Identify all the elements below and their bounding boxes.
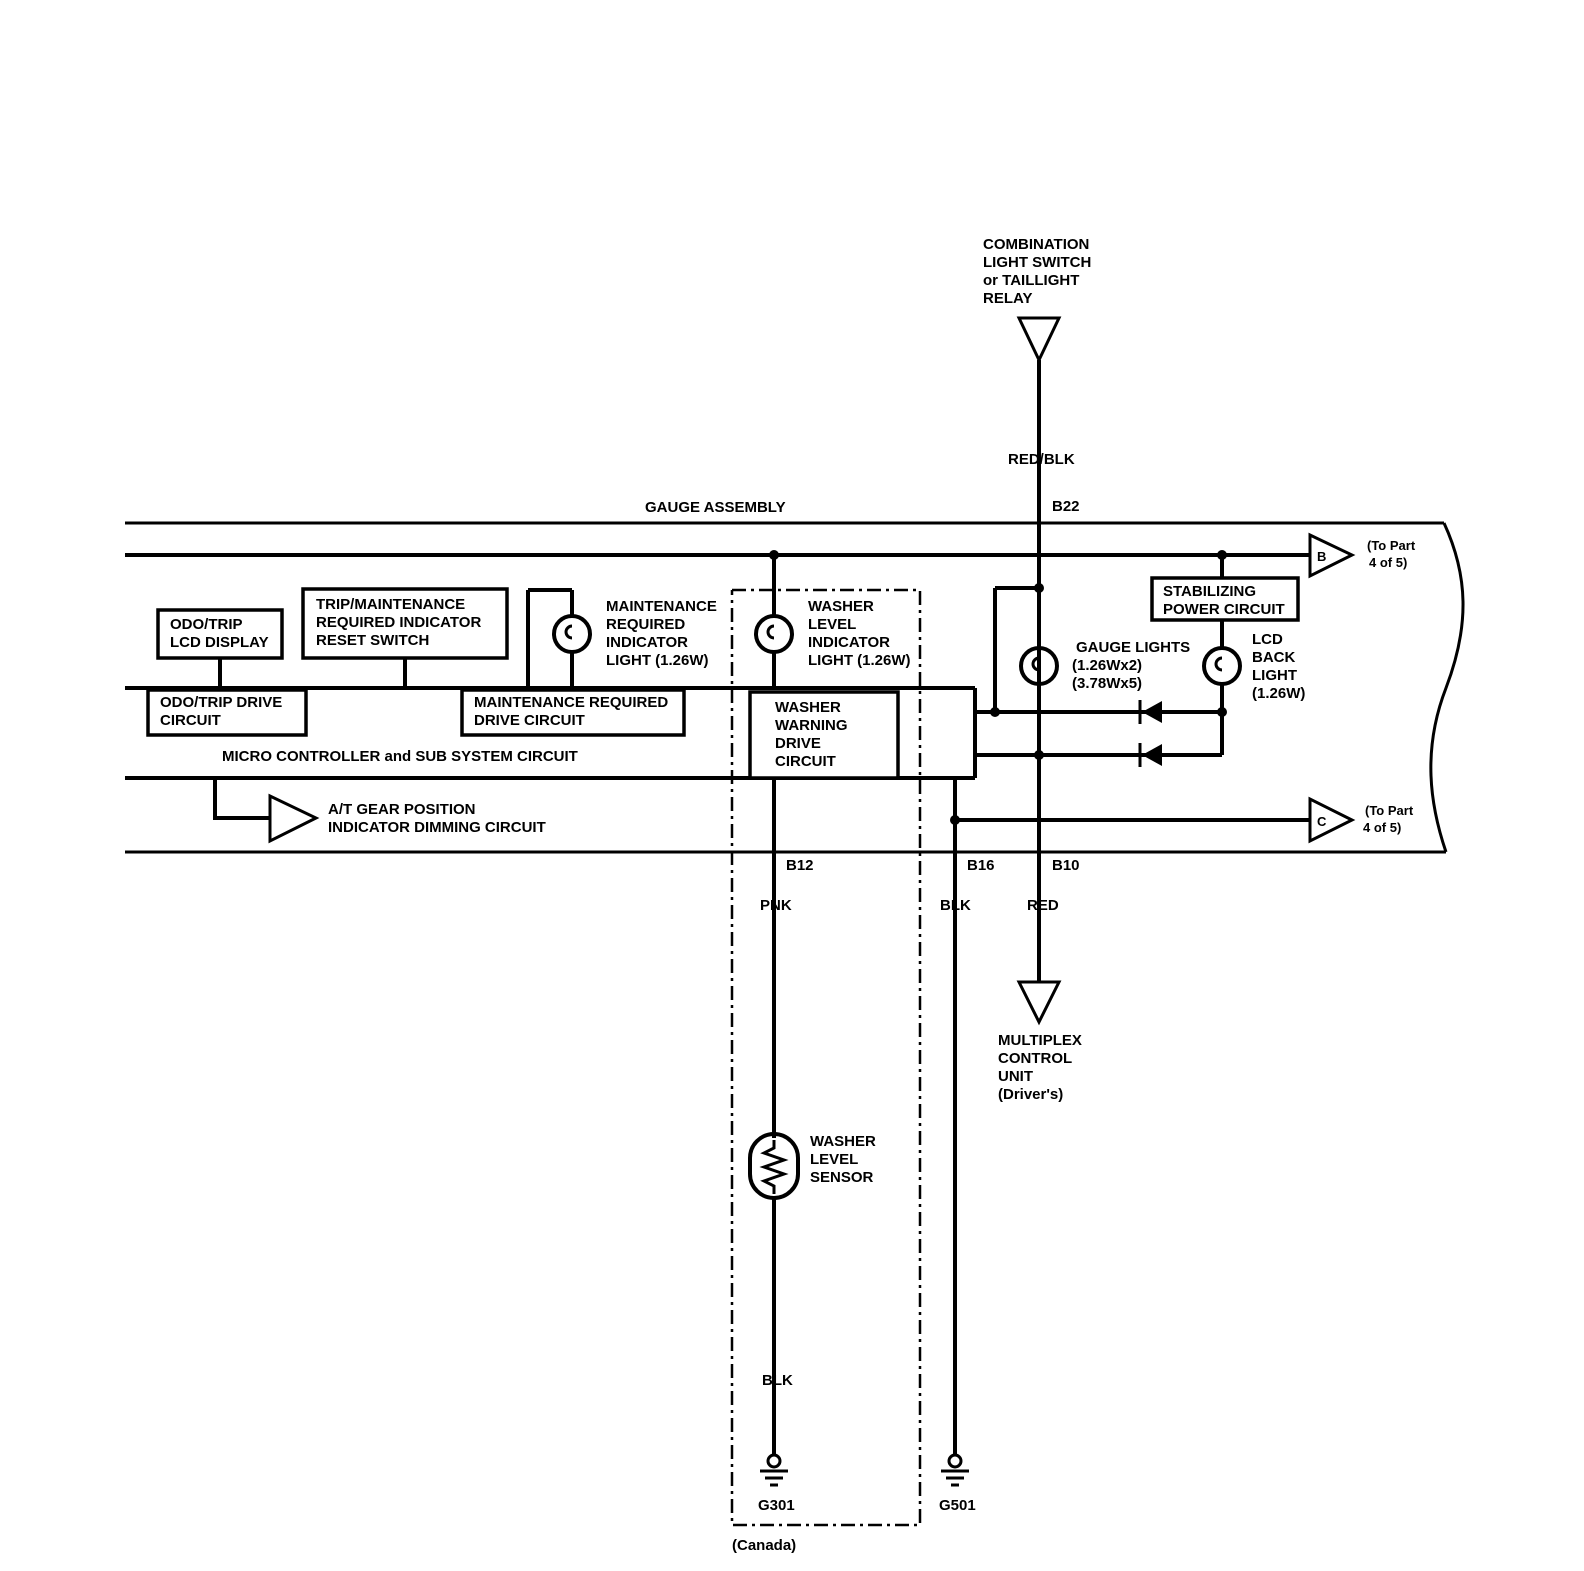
gauge-lights-line-1: GAUGE LIGHTS (1076, 639, 1190, 656)
gauge-bulb-icon (1019, 646, 1059, 686)
ground-g301-label: G301 (758, 1497, 795, 1514)
maint-drive-line-1: MAINTENANCE REQUIRED (474, 694, 668, 711)
connector-b-letter: B (1317, 549, 1326, 564)
washer-drive-line-1: WASHER (775, 699, 841, 716)
maint-light-line-1: MAINTENANCE (606, 598, 717, 615)
assembly-break-edge (1429, 522, 1465, 853)
maint-drive-line-2: DRIVE CIRCUIT (474, 712, 585, 729)
odo-drive-line-1: ODO/TRIP DRIVE (160, 694, 282, 711)
canada-label: (Canada) (732, 1537, 796, 1554)
wire-color-blk: BLK (940, 897, 971, 914)
source-connector-symbol (1016, 316, 1062, 364)
at-gear-line-2: INDICATOR DIMMING CIRCUIT (328, 819, 546, 836)
washer-light-line-3: INDICATOR (808, 634, 890, 651)
wire-color-red-blk: RED/BLK (1008, 451, 1075, 468)
ground-g501-icon (941, 1453, 969, 1487)
mcu-label-line-4: (Driver's) (998, 1086, 1063, 1103)
gauge-lights-line-2: (1.26Wx2) (1072, 657, 1142, 674)
pin-b12: B12 (786, 857, 814, 874)
odo-display-line-2: LCD DISPLAY (170, 634, 269, 651)
connector-c-letter: C (1317, 814, 1327, 829)
canada-boundary (730, 588, 922, 1527)
wire-color-sensor-blk: BLK (762, 1372, 793, 1389)
washer-light-line-2: LEVEL (808, 616, 856, 633)
washer-drive-box (748, 690, 900, 780)
connector-c-note-line-2: 4 of 5) (1363, 820, 1401, 835)
at-gear-line-1: A/T GEAR POSITION (328, 801, 476, 818)
stabilizing-line-2: POWER CIRCUIT (1163, 601, 1285, 618)
source-label-line-1: COMBINATION (983, 236, 1089, 253)
mcu-label-line-1: MULTIPLEX (998, 1032, 1082, 1049)
lcd-light-line-4: (1.26W) (1252, 685, 1305, 702)
maint-light-line-2: REQUIRED (606, 616, 685, 633)
maint-light-line-3: INDICATOR (606, 634, 688, 651)
stabilizing-box (1150, 576, 1300, 622)
washer-light-line-1: WASHER (808, 598, 874, 615)
diode-1-icon (1138, 700, 1162, 724)
pin-b22: B22 (1052, 498, 1080, 515)
washer-drive-line-4: CIRCUIT (775, 753, 836, 770)
at-gear-wire (213, 778, 270, 820)
odo-drive-line-2: CIRCUIT (160, 712, 221, 729)
odo-drive-box (146, 688, 308, 737)
maint-drive-box (460, 688, 686, 737)
diode-2-icon (1138, 743, 1162, 767)
mcu-label-line-3: UNIT (998, 1068, 1033, 1085)
mcu-connector-symbol (1016, 980, 1062, 1026)
source-label-line-2: LIGHT SWITCH (983, 254, 1091, 271)
connector-b-icon (1308, 532, 1356, 579)
ground-g301-icon (760, 1453, 788, 1487)
stabilizing-line-1: STABILIZING (1163, 583, 1256, 600)
source-label-line-3: or TAILLIGHT (983, 272, 1079, 289)
washer-drive-line-2: WARNING (775, 717, 848, 734)
washer-drive-line-3: DRIVE (775, 735, 821, 752)
sensor-label-line-2: LEVEL (810, 1151, 858, 1168)
maintenance-bulb-icon (552, 614, 592, 654)
wire-color-red: RED (1027, 897, 1059, 914)
lcd-light-line-2: BACK (1252, 649, 1295, 666)
source-label-line-4: RELAY (983, 290, 1032, 307)
junction-gauge-left (990, 707, 1000, 717)
lcd-light-line-3: LIGHT (1252, 667, 1297, 684)
pin-b10: B10 (1052, 857, 1080, 874)
junction-diode-row-2 (1034, 750, 1044, 760)
washer-light-line-4: LIGHT (1.26W) (808, 652, 911, 669)
maint-light-line-4: LIGHT (1.26W) (606, 652, 709, 669)
washer-bulb-icon (754, 614, 794, 654)
lcd-bulb-icon (1202, 646, 1242, 686)
mcu-label-line-2: CONTROL (998, 1050, 1072, 1067)
pin-b16: B16 (967, 857, 995, 874)
gauge-lights-line-3: (3.78Wx5) (1072, 675, 1142, 692)
reset-switch-line-2: REQUIRED INDICATOR (316, 614, 481, 631)
at-gear-connector-icon (268, 793, 320, 844)
connector-b-note-line-1: (To Part (1367, 538, 1416, 553)
ground-g501-label: G501 (939, 1497, 976, 1514)
reset-switch-line-1: TRIP/MAINTENANCE (316, 596, 465, 613)
washer-level-sensor-icon (748, 1132, 800, 1200)
sensor-label-line-3: SENSOR (810, 1169, 874, 1186)
connector-b-note-line-2: 4 of 5) (1369, 555, 1407, 570)
source-label: COMBINATION LIGHT SWITCH or TAILLIGHT RE… (983, 236, 1091, 307)
controller-label: MICRO CONTROLLER and SUB SYSTEM CIRCUIT (222, 748, 578, 765)
lcd-light-line-1: LCD (1252, 631, 1283, 648)
connector-c-note-line-1: (To Part (1365, 803, 1414, 818)
gauge-assembly-title: GAUGE ASSEMBLY (645, 499, 786, 516)
reset-switch-line-3: RESET SWITCH (316, 632, 429, 649)
odo-display-line-1: ODO/TRIP (170, 616, 243, 633)
sensor-label-line-1: WASHER (810, 1133, 876, 1150)
connector-c-icon (1308, 796, 1356, 844)
